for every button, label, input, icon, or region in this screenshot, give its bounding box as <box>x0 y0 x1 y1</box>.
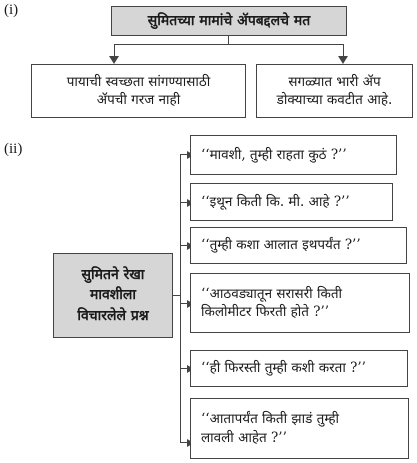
question-box-2: ‘‘इथून किती कि. मी. आहे ?’’ <box>190 183 393 221</box>
question-5-text: ‘‘ही फिरस्ती तुम्ही कशी करता ?’’ <box>201 360 366 377</box>
question-box-3: ‘‘तुम्ही कशा आलात इथपर्यंत ?’’ <box>190 227 407 264</box>
opinion-left-line-1: पायाची स्वच्छता सांगण्यासाठी <box>66 73 211 90</box>
arrow-right-down <box>338 56 348 64</box>
questions-center-box: सुमितने रेखा मावशीला विचारलेले प्रश्न <box>53 253 173 338</box>
opinion-box-left: पायाची स्वच्छता सांगण्यासाठी ॲपची गरज ना… <box>31 64 246 118</box>
mama-opinion-title-text: सुमितच्या मामांचे ॲपबद्दलचे मत <box>147 12 311 29</box>
branch-3 <box>180 245 189 247</box>
branch-2 <box>180 202 189 204</box>
opinion-box-right: सगळ्यात भारी ॲप डोक्याच्या कवटीत आहे. <box>256 64 413 118</box>
branch-5 <box>180 368 189 370</box>
center-line-1: सुमितने रेखा <box>81 267 145 284</box>
connector-spine <box>180 154 182 443</box>
center-line-3: विचारलेले प्रश्न <box>77 307 149 324</box>
connector-left-drop <box>114 44 116 58</box>
question-box-4: ‘‘आठवड्यातून सरासरी किती किलोमीटर फिरती … <box>190 273 410 333</box>
arrow-left-down <box>109 56 119 64</box>
connector-vertical-top <box>228 36 230 45</box>
opinion-right-line-2: डोक्याच्या कवटीत आहे. <box>276 92 393 108</box>
section-1-label: (i) <box>4 2 19 18</box>
question-6-line-1: ‘‘आतापर्यंत किती झाडं तुम्ही <box>201 411 340 428</box>
connector-right-drop <box>343 44 345 58</box>
connector-horizontal-top <box>114 44 344 46</box>
branch-1 <box>180 154 189 156</box>
section-2-label: (ii) <box>4 141 23 157</box>
opinion-right-line-1: सगळ्यात भारी ॲप <box>288 73 381 90</box>
question-2-text: ‘‘इथून किती कि. मी. आहे ?’’ <box>201 193 350 210</box>
connector-center-to-spine <box>173 295 181 297</box>
question-box-6: ‘‘आतापर्यंत किती झाडं तुम्ही लावली आहेत … <box>190 398 409 459</box>
opinion-left-line-2: ॲपची गरज नाही <box>96 92 181 108</box>
question-6-line-2: लावली आहेत ?’’ <box>201 429 287 446</box>
center-line-2: मावशीला <box>89 287 137 304</box>
mama-opinion-title: सुमितच्या मामांचे ॲपबद्दलचे मत <box>111 6 347 36</box>
question-4-line-1: ‘‘आठवड्यातून सरासरी किती <box>201 285 343 302</box>
question-3-text: ‘‘तुम्ही कशा आलात इथपर्यंत ?’’ <box>201 237 361 254</box>
question-box-1: ‘‘मावशी, तुम्ही राहता कुठं ?’’ <box>190 135 397 175</box>
branch-4 <box>180 303 189 305</box>
question-box-5: ‘‘ही फिरस्ती तुम्ही कशी करता ?’’ <box>190 350 408 387</box>
question-1-text: ‘‘मावशी, तुम्ही राहता कुठं ?’’ <box>201 146 347 163</box>
question-4-line-2: किलोमीटर फिरती होते ?’’ <box>201 304 330 320</box>
branch-6 <box>180 442 189 444</box>
